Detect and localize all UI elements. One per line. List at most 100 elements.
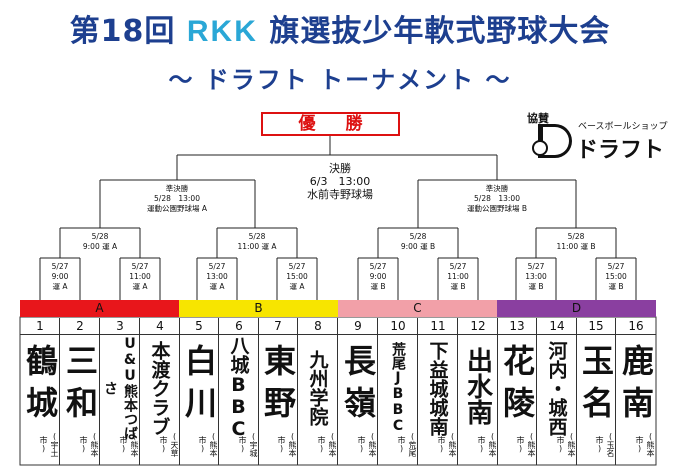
- quarterfinal-1-info: 5/28 9:00 運 A: [70, 232, 130, 252]
- team-city: (熊本市): [437, 431, 457, 457]
- match-time: 15:00: [286, 272, 308, 281]
- team-number: 5: [179, 318, 219, 335]
- rkk-logo: RKK: [186, 15, 258, 48]
- quarterfinal-time: 11:00 運 A: [237, 242, 277, 251]
- semifinal-b-info: 準決勝 5/28 13:00 運動公園野球場 B: [438, 184, 556, 214]
- team-name: 本渡クラブ: [148, 340, 171, 436]
- team-name: 白川: [180, 344, 218, 428]
- semifinal-datetime: 5/28 13:00: [474, 194, 520, 203]
- team-name: 八城BBC: [227, 336, 250, 440]
- sponsor-name: ドラフト: [576, 138, 665, 163]
- quarterfinal-3-info: 5/28 9:00 運 B: [388, 232, 448, 252]
- match-date: 5/27: [607, 262, 625, 271]
- quarterfinal-date: 5/28: [409, 232, 427, 241]
- baseball-icon: [532, 140, 548, 156]
- team-name: 東野: [259, 344, 297, 428]
- semifinal-round: 準決勝: [165, 184, 189, 193]
- match-field: 運 B: [608, 282, 624, 291]
- match-date: 5/27: [449, 262, 467, 271]
- team-number: 15: [576, 318, 616, 335]
- team-number: 13: [497, 318, 537, 335]
- match-field: 運 A: [289, 282, 305, 291]
- team-city: (熊本市): [556, 431, 576, 457]
- champion-box: 優 勝: [261, 112, 400, 136]
- semifinal-datetime: 5/28 13:00: [154, 194, 200, 203]
- first-round-7-info: 5/27 13:00 運 B: [518, 262, 554, 292]
- team-number: 14: [537, 318, 577, 335]
- first-round-6-info: 5/27 11:00 運 B: [440, 262, 476, 292]
- first-round-2-info: 5/27 11:00 運 A: [122, 262, 158, 292]
- match-time: 15:00: [605, 272, 627, 281]
- team-column: 9 長嶺 (熊本市): [338, 318, 378, 465]
- first-round-3-info: 5/27 13:00 運 A: [199, 262, 235, 292]
- group-b-bar: B: [179, 300, 338, 317]
- first-round-4-info: 5/27 15:00 運 A: [279, 262, 315, 292]
- match-date: 5/27: [208, 262, 226, 271]
- team-name: 三和: [61, 344, 99, 428]
- team-name: 荒尾JBBC: [390, 342, 406, 434]
- team-city: (玉名市): [595, 431, 615, 457]
- team-column: 5 白川 (熊本市): [179, 318, 219, 465]
- team-number: 3: [100, 318, 140, 335]
- team-name: 花陵: [498, 344, 536, 428]
- team-city: (熊本市): [119, 431, 139, 457]
- sponsor-logo: 協賛 ベースボールショップ ドラフト: [522, 106, 672, 166]
- team-name: 河内・城西: [545, 340, 568, 436]
- match-date: 5/27: [51, 262, 69, 271]
- team-city: (熊本市): [635, 431, 655, 457]
- group-d-bar: D: [497, 300, 656, 317]
- sponsor-label: 協賛: [527, 112, 549, 125]
- team-city: (熊本市): [477, 431, 497, 457]
- quarterfinal-date: 5/28: [567, 232, 585, 241]
- semifinal-venue: 運動公園野球場 B: [466, 204, 528, 213]
- quarterfinal-2-info: 5/28 11:00 運 A: [227, 232, 287, 252]
- team-city: (熊本市): [79, 431, 99, 457]
- team-number: 16: [616, 318, 656, 335]
- first-round-1-info: 5/27 9:00 運 A: [42, 262, 78, 292]
- team-city: (熊本市): [357, 431, 377, 457]
- final-match-info: 決勝 6/3 13:00 水前寺野球場: [270, 162, 410, 201]
- team-name: 九州学院: [306, 350, 329, 426]
- team-name: 玉名: [577, 344, 615, 428]
- team-name: 長嶺: [339, 344, 377, 428]
- final-venue: 水前寺野球場: [307, 188, 373, 201]
- match-date: 5/27: [369, 262, 387, 271]
- team-number: 9: [338, 318, 378, 335]
- team-city: (熊本市): [198, 431, 218, 457]
- semifinal-round: 準決勝: [485, 184, 509, 193]
- tournament-title: 第18回 RKK 旗選抜少年軟式野球大会: [0, 6, 680, 50]
- final-round-label: 決勝: [329, 162, 351, 175]
- team-name: 鹿南: [617, 344, 655, 428]
- final-datetime: 6/3 13:00: [309, 175, 371, 188]
- quarterfinal-time: 9:00 運 B: [400, 242, 436, 251]
- semifinal-a-info: 準決勝 5/28 13:00 運動公園野球場 A: [118, 184, 236, 214]
- quarterfinal-4-info: 5/28 11:00 運 B: [546, 232, 606, 252]
- team-name: 出水南: [462, 347, 493, 425]
- group-a-bar: A: [20, 300, 179, 317]
- team-number: 10: [378, 318, 418, 335]
- match-field: 運 B: [370, 282, 386, 291]
- quarterfinal-time: 11:00 運 B: [556, 242, 596, 251]
- semifinal-venue: 運動公園野球場 A: [146, 204, 207, 213]
- team-number: 11: [418, 318, 458, 335]
- team-city: (天草市): [159, 431, 179, 457]
- team-city: (熊本市): [277, 431, 297, 457]
- team-number: 6: [219, 318, 259, 335]
- team-column: 14 河内・城西(熊本市): [537, 318, 577, 465]
- quarterfinal-date: 5/28: [248, 232, 266, 241]
- team-column: 16 鹿南 (熊本市): [616, 318, 656, 465]
- team-city: (熊本市): [516, 431, 536, 457]
- team-name: 鶴城: [21, 344, 59, 428]
- match-time: 9:00: [51, 272, 69, 281]
- first-round-5-info: 5/27 9:00 運 B: [360, 262, 396, 292]
- first-round-8-info: 5/27 15:00 運 B: [598, 262, 634, 292]
- match-time: 9:00: [369, 272, 387, 281]
